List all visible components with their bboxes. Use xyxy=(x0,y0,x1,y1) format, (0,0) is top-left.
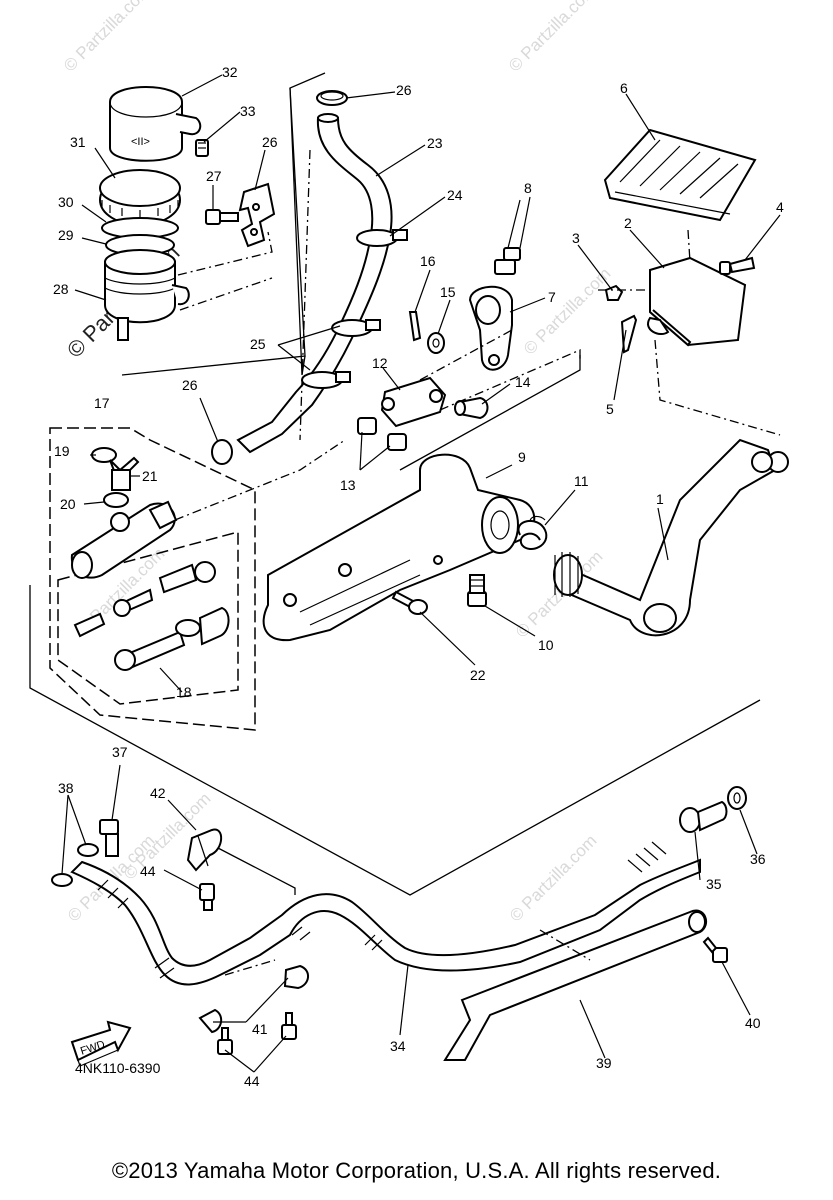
callout-6: 6 xyxy=(620,80,628,96)
banjo-bolt-36[interactable] xyxy=(679,800,728,833)
reservoir-cap-32[interactable] xyxy=(99,169,181,226)
leader-lines xyxy=(61,74,781,1073)
clamp-43[interactable] xyxy=(186,828,223,872)
bolt-44-lower-a[interactable] xyxy=(217,1027,233,1055)
callout-28: 27 xyxy=(206,168,222,184)
callout-25: 25 xyxy=(250,336,266,352)
callout-40: 39 xyxy=(596,1055,612,1071)
washer-37[interactable] xyxy=(727,786,747,810)
bolt-8[interactable] xyxy=(494,199,521,275)
nut-3[interactable] xyxy=(604,284,624,301)
bolt-22[interactable] xyxy=(391,590,428,615)
callout-34: 33 xyxy=(240,103,256,119)
callout-21: 21 xyxy=(142,468,158,484)
callout-38: 37 xyxy=(112,744,128,760)
bracket-27[interactable] xyxy=(238,182,276,248)
nut-13a[interactable] xyxy=(357,417,377,435)
screw-34[interactable] xyxy=(195,139,209,157)
bolt-38[interactable] xyxy=(99,819,119,857)
cotter-pin-5[interactable] xyxy=(620,314,638,354)
cotter-pin-16[interactable] xyxy=(408,311,422,342)
callout-23: 23 xyxy=(427,135,443,151)
callout-13: 13 xyxy=(340,477,356,493)
callout-30: 29 xyxy=(58,227,74,243)
callout-33: 32 xyxy=(222,64,238,80)
callout-11: 11 xyxy=(574,473,589,489)
callout-16: 16 xyxy=(420,253,436,269)
callout-24: 24 xyxy=(447,187,463,203)
callout-5: 5 xyxy=(606,401,614,417)
callout-44-lower: 44 xyxy=(244,1073,260,1089)
callout-44-upper: 44 xyxy=(140,863,156,879)
bolt-4[interactable] xyxy=(719,256,756,275)
callout-1: 1 xyxy=(656,491,664,507)
bolt-10[interactable] xyxy=(467,574,487,607)
callout-15: 15 xyxy=(440,284,456,300)
clamp-25b[interactable] xyxy=(301,371,351,389)
callout-26-top: 26 xyxy=(396,82,412,98)
washer-39b[interactable] xyxy=(51,873,73,887)
union-21[interactable] xyxy=(111,469,131,491)
callout-8: 8 xyxy=(524,180,532,196)
callout-32: 31 xyxy=(70,134,86,150)
callout-35: 34 xyxy=(390,1038,406,1054)
callout-12: 12 xyxy=(372,355,388,371)
brake-hose-35[interactable] xyxy=(70,841,701,986)
diagram-code: 4NK110-6390 xyxy=(75,1060,161,1076)
washer-39a[interactable] xyxy=(77,843,99,857)
callout-labels: 32 33 26 27 31 30 29 28 26 23 24 8 16 15… xyxy=(53,64,784,1089)
brake-pedal-1[interactable] xyxy=(553,438,789,637)
callout-17: 17 xyxy=(94,395,110,411)
clip-26-top[interactable] xyxy=(316,90,348,106)
callout-2: 2 xyxy=(624,215,632,231)
callout-18: 18 xyxy=(176,684,192,700)
washer-15[interactable] xyxy=(427,332,445,354)
callout-43: 42 xyxy=(150,785,166,801)
callout-26-lower: 26 xyxy=(182,377,198,393)
spring-11[interactable] xyxy=(517,515,548,550)
pedal-plate-2[interactable] xyxy=(647,256,747,347)
callout-9: 9 xyxy=(518,449,526,465)
callout-31: 30 xyxy=(58,194,74,210)
footrest-bracket-9[interactable] xyxy=(262,453,536,642)
callout-14: 14 xyxy=(515,374,531,390)
callout-27: 26 xyxy=(262,134,278,150)
master-cylinder[interactable] xyxy=(70,500,178,579)
bolt-28[interactable] xyxy=(205,209,239,225)
clip-26-lower[interactable] xyxy=(211,439,233,465)
callout-19: 19 xyxy=(54,443,70,459)
callout-3: 3 xyxy=(572,230,580,246)
callout-4: 4 xyxy=(776,199,784,215)
pin-14[interactable] xyxy=(454,396,489,420)
callout-20: 20 xyxy=(60,496,76,512)
clamp-25a[interactable] xyxy=(331,319,381,337)
joint-12[interactable] xyxy=(380,376,447,428)
bolt-41[interactable] xyxy=(702,936,728,963)
o-ring-20[interactable] xyxy=(103,492,129,508)
reservoir-cap-33[interactable]: <II> xyxy=(109,86,202,162)
clamp-24[interactable] xyxy=(356,229,408,247)
nut-13b[interactable] xyxy=(387,433,407,451)
callout-7: 7 xyxy=(548,289,556,305)
bolt-44-upper[interactable] xyxy=(199,883,215,911)
brake-pedal-pad-6[interactable] xyxy=(603,128,757,222)
copyright-notice: ©2013 Yamaha Motor Corporation, U.S.A. A… xyxy=(111,1158,722,1183)
callout-39: 38 xyxy=(58,780,74,796)
callout-10: 10 xyxy=(538,637,554,653)
hose-guard-40[interactable] xyxy=(443,909,708,1061)
bolt-44-lower-b[interactable] xyxy=(281,1012,297,1040)
callout-42: 41 xyxy=(252,1021,268,1037)
callout-29: 28 xyxy=(53,281,69,297)
callout-37: 36 xyxy=(750,851,766,867)
lever-7[interactable] xyxy=(468,285,513,371)
svg-text:<II>: <II> xyxy=(131,136,150,148)
callout-41: 40 xyxy=(745,1015,761,1031)
piston-kit-18[interactable] xyxy=(73,561,230,671)
callout-22: 22 xyxy=(470,667,486,683)
callout-36: 35 xyxy=(706,876,722,892)
reservoir-tank-29[interactable] xyxy=(104,249,190,341)
